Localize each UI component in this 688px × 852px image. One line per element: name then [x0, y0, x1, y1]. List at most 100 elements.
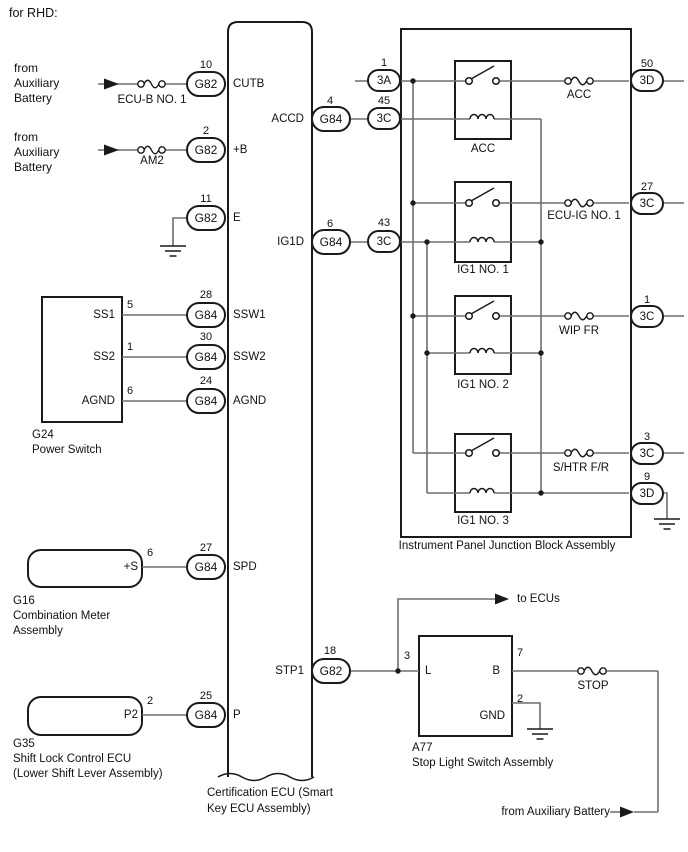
g24-pin-number-agnd: 6	[127, 385, 134, 397]
g24-name: Power Switch	[32, 444, 102, 456]
pin-number-jb-1-3a: 1	[380, 57, 388, 69]
relay-label-acc: ACC	[470, 143, 496, 155]
connector-code: 3D	[639, 487, 655, 500]
pin-label-ssw1: SSW1	[233, 309, 266, 321]
g35-shift-lock-box	[27, 696, 143, 736]
connector-code: G84	[194, 708, 218, 722]
a77-pin-number-gnd: 2	[517, 693, 524, 705]
pin-number-agnd: 24	[199, 375, 213, 387]
g24-pin-label-agnd: AGND	[81, 395, 115, 407]
connector-code: G84	[194, 350, 218, 364]
pin-label-cutb: CUTB	[233, 78, 265, 90]
connector-code: G82	[194, 77, 218, 91]
pin-number-ig1d: 6	[326, 218, 334, 230]
connector-oval-g84-agnd: G84	[186, 388, 226, 414]
connector-code: G84	[194, 308, 218, 322]
g35-pin-label: P2	[123, 709, 138, 721]
relay-acc-box	[454, 60, 512, 140]
g16-code: G16	[13, 595, 35, 607]
connector-oval-g84-ssw2: G84	[186, 344, 226, 370]
g24-pin-number-ss2: 1	[127, 341, 134, 353]
pin-number-e: 11	[200, 193, 212, 205]
pin-number-jb-45: 45	[377, 95, 391, 107]
battery-feed-2-label: from Auxiliary Battery	[14, 130, 60, 174]
connector-oval-3c-1: 3C	[630, 305, 664, 328]
a77-pin-label-gnd: GND	[479, 710, 505, 722]
pin-label-stp1: STP1	[275, 665, 304, 677]
g35-code: G35	[13, 738, 35, 750]
a77-pin-number-l: 3	[404, 650, 411, 662]
junction-block-name: Instrument Panel Junction Block Assembly	[398, 540, 616, 552]
pin-number-jb-3: 3	[643, 431, 651, 443]
connector-oval-3c-45: 3C	[367, 107, 401, 130]
connector-oval-3d-9: 3D	[630, 482, 664, 505]
connector-oval-3c-43: 3C	[367, 230, 401, 253]
fuse-icon	[137, 76, 607, 676]
g24-code: G24	[32, 429, 54, 441]
connector-oval-g84-accd: G84	[311, 106, 351, 132]
g24-pin-label-ss1: SS1	[93, 309, 115, 321]
connector-oval-g82-b: G82	[186, 137, 226, 163]
pin-label-spd: SPD	[233, 561, 257, 573]
a77-name: Stop Light Switch Assembly	[412, 757, 554, 769]
connector-code: G84	[194, 560, 218, 574]
connector-oval-3c-27: 3C	[630, 192, 664, 215]
arrow-icon	[104, 78, 634, 818]
fuse-label-am2: AM2	[140, 155, 164, 167]
pin-number-accd: 4	[326, 95, 334, 107]
connector-oval-3c-3: 3C	[630, 442, 664, 465]
a77-pin-label-b: B	[492, 665, 500, 677]
ground-icon	[160, 245, 680, 740]
ecu-name-line2: Key ECU Assembly)	[207, 803, 311, 815]
to-ecus-note: to ECUs	[517, 593, 560, 605]
connector-code: G82	[194, 211, 218, 225]
pin-number-jb-27: 27	[640, 181, 654, 193]
relay-label-ig1-no3: IG1 NO. 3	[457, 515, 509, 527]
g16-name-line1: Combination Meter	[13, 610, 111, 622]
battery-feed-1-label: from Auxiliary Battery	[14, 61, 60, 105]
connector-code: 3C	[376, 112, 392, 125]
g16-pin-label: +S	[123, 561, 138, 573]
pin-label-accd: ACCD	[271, 113, 304, 125]
a77-code: A77	[412, 742, 433, 754]
ecu-name-line1: Certification ECU (Smart	[207, 787, 333, 799]
connector-code: G84	[194, 394, 218, 408]
pin-number-jb-43: 43	[377, 217, 391, 229]
connector-code: 3C	[639, 197, 655, 210]
connector-code: 3C	[639, 447, 655, 460]
fuse-label-shtr: S/HTR F/R	[552, 462, 610, 474]
relay-label-ig1-no2: IG1 NO. 2	[457, 379, 509, 391]
g24-pin-number-ss1: 5	[127, 299, 134, 311]
g24-power-switch-box	[41, 296, 123, 423]
pin-label-p: P	[233, 709, 241, 721]
relay-label-ig1-no1: IG1 NO. 1	[457, 264, 509, 276]
g16-name-line2: Assembly	[13, 625, 63, 637]
pin-number-ssw2: 30	[199, 331, 213, 343]
pin-number-stp1: 18	[323, 645, 337, 657]
pin-number-jb-9: 9	[643, 471, 651, 483]
a77-pin-label-l: L	[425, 665, 432, 677]
relay-switch-icon	[464, 65, 501, 458]
connector-code: 3C	[639, 310, 655, 323]
g16-pin-number: 6	[147, 547, 154, 559]
relay-coil-icon	[469, 113, 495, 494]
junction-dot	[395, 78, 544, 674]
pin-number-ssw1: 28	[199, 289, 213, 301]
a77-pin-number-b: 7	[517, 647, 524, 659]
g35-name-line2: (Lower Shift Lever Assembly)	[13, 768, 163, 780]
connector-code: G82	[319, 664, 343, 678]
pin-label-ig1d: IG1D	[277, 236, 304, 248]
pin-number-cutb: 10	[199, 59, 213, 71]
fuse-label-stop: STOP	[577, 680, 609, 692]
connector-oval-g84-spd: G84	[186, 554, 226, 580]
a77-stop-light-switch-box	[418, 635, 513, 737]
relay-ig1-no1-box	[454, 181, 512, 263]
connector-code: 3C	[376, 235, 392, 248]
connector-oval-3a-1: 3A	[367, 69, 401, 92]
wires-group	[98, 80, 684, 813]
connector-code: 3D	[639, 74, 655, 87]
pin-number-p: 25	[199, 690, 213, 702]
pin-label-e: E	[233, 212, 241, 224]
connector-oval-3d-50: 3D	[630, 69, 664, 92]
